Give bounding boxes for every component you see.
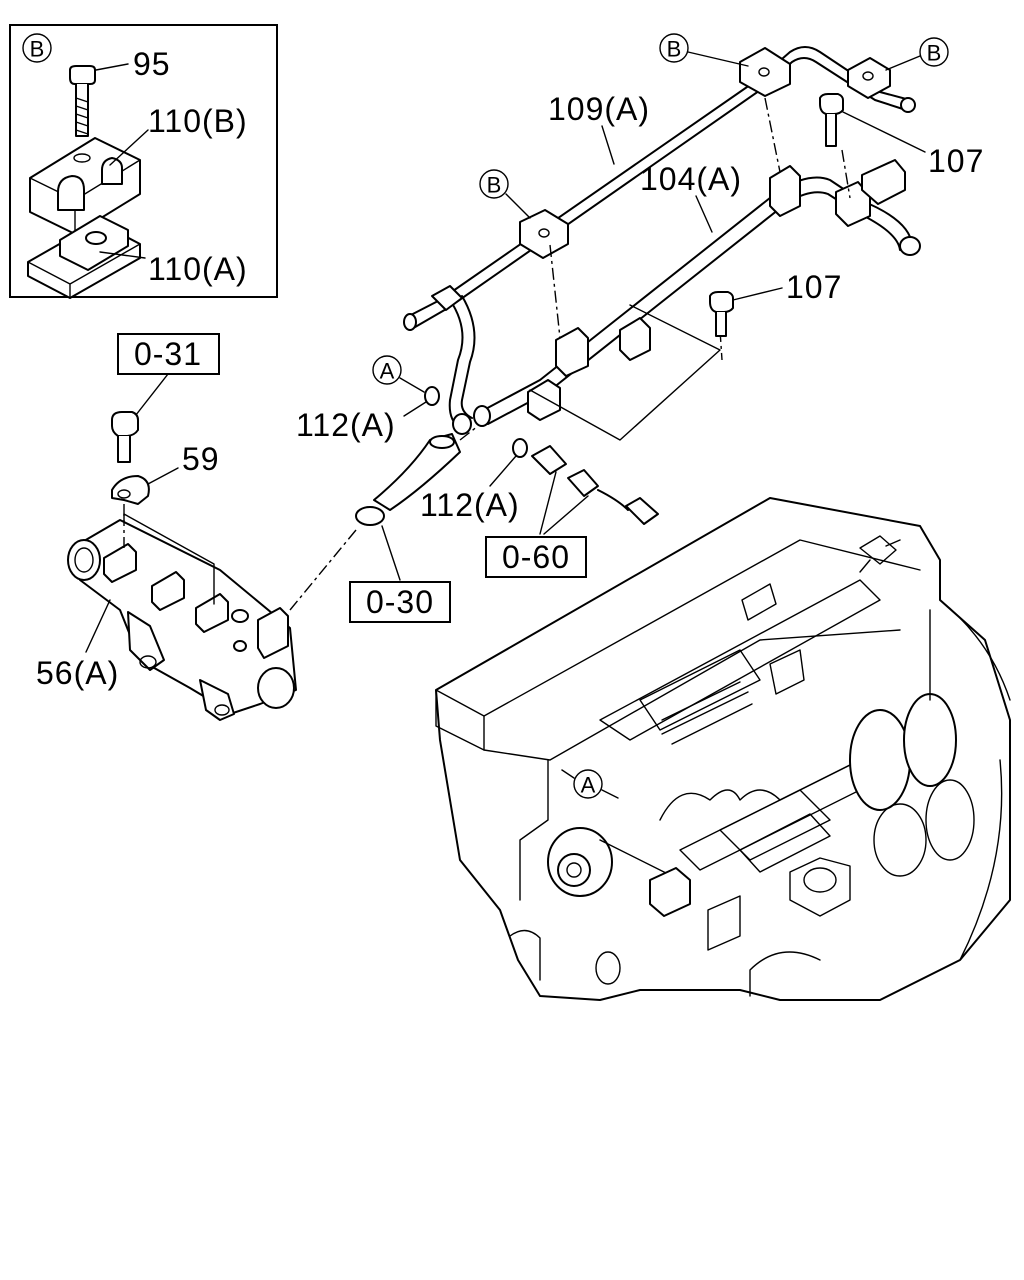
dash-hose-bottom (289, 529, 357, 611)
inset-ref-circle (22, 33, 52, 63)
dash-107-top (841, 149, 851, 199)
engine-block-icon (435, 497, 1011, 1001)
ref-a-upper: A (380, 359, 395, 384)
leader-b-top-right (885, 55, 921, 71)
leader-b-mid (505, 193, 531, 219)
leader-b-top-left (687, 51, 749, 67)
ref-031: 0-31 (134, 336, 202, 372)
label-95: 95 (133, 46, 171, 82)
ref-030: 0-30 (366, 584, 434, 620)
leader-56a (85, 599, 111, 653)
leader-a-upper (399, 377, 425, 393)
ref-a-engine: A (581, 773, 596, 798)
label-107-mid: 107 (786, 269, 842, 305)
ref-030-box (349, 581, 451, 623)
ref-b-mid-circle (479, 169, 509, 199)
bolt-031-icon (111, 411, 139, 463)
inset-detail-b: B 95 110(B) 110(A) (9, 24, 278, 299)
leader-112a-right (489, 455, 517, 487)
bolt-95-icon (69, 65, 96, 137)
ref-b-top-left-circle (659, 33, 689, 63)
dash-b-mid (549, 244, 561, 339)
ref-060: 0-60 (502, 539, 570, 575)
ref-060-box (485, 536, 587, 578)
leader-110b (109, 129, 149, 166)
leader-a-engine (561, 769, 575, 779)
leader-59 (147, 467, 179, 485)
label-110b: 110(B) (148, 103, 248, 139)
gasket-112a-right-icon (512, 438, 528, 458)
dash-hose-top (459, 425, 479, 441)
leader-104a (695, 195, 713, 233)
label-112a-left: 112(A) (296, 407, 396, 443)
ref-b-mid: B (487, 173, 502, 198)
manifold-dash-outline (123, 513, 215, 605)
ref-b-top-right-circle (919, 37, 949, 67)
ref-a-engine-circle (573, 769, 603, 799)
ref-b-top-right: B (927, 41, 942, 66)
leader-109a (601, 125, 615, 165)
leader-031 (131, 373, 169, 421)
leader-107-top (842, 111, 926, 153)
bolt-107-mid-icon (709, 291, 734, 337)
label-110a: 110(A) (148, 251, 248, 287)
label-109a: 109(A) (548, 91, 650, 127)
label-104a: 104(A) (640, 161, 742, 197)
bracket-110a-icon (27, 215, 141, 299)
hose-icon (355, 433, 461, 526)
label-56a: 56(A) (36, 655, 119, 691)
pipe-109a-icon (403, 46, 916, 435)
inset-ref-label: B (30, 37, 45, 62)
bolt-107-top-icon (819, 93, 844, 147)
label-59: 59 (182, 441, 220, 477)
leader-030 (381, 525, 401, 581)
dash-b-upper (764, 97, 781, 173)
leader-112a-left (403, 401, 427, 417)
ref-031-box (117, 333, 220, 375)
label-107-top: 107 (928, 143, 984, 179)
gasket-112a-left-icon (424, 386, 440, 406)
manifold-56a-icon (67, 519, 297, 721)
leader-060-a (539, 471, 557, 535)
ref-b-top-left: B (667, 37, 682, 62)
leader-a-engine-2 (601, 789, 619, 799)
leader-110a (99, 251, 146, 259)
pipe-104a-icon (473, 159, 921, 427)
leader-107-mid (732, 287, 783, 301)
clip-59-icon (111, 475, 150, 505)
leader-060-b (543, 495, 589, 535)
label-112a-right: 112(A) (420, 487, 520, 523)
mount-plane-outline (529, 304, 721, 441)
sensor-icon (531, 445, 659, 525)
leader-95 (95, 63, 129, 71)
ref-a-upper-circle (372, 355, 402, 385)
